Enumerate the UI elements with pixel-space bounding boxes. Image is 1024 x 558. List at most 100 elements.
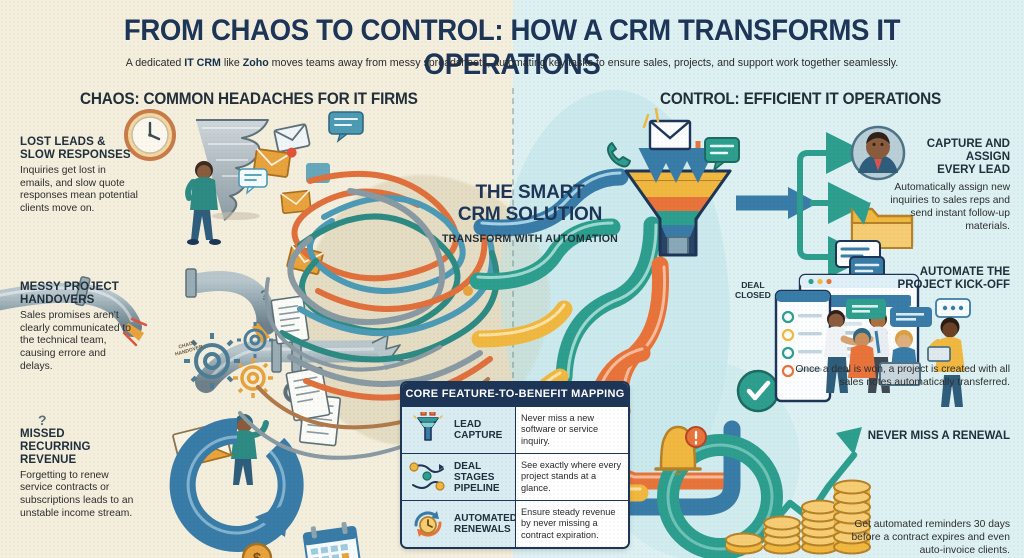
- phone-icon: [607, 142, 631, 168]
- deal-closed-line1: DEAL: [741, 280, 765, 290]
- control-item-title: AUTOMATE THE PROJECT KICK-OFF: [870, 266, 1010, 292]
- subtitle-text-1: A dedicated: [125, 57, 185, 69]
- chaos-item-title-line2: SLOW RESPONSES: [20, 148, 131, 161]
- table-row: LEAD CAPTURE Never miss a new software o…: [402, 406, 628, 453]
- feature-label: DEAL STAGES PIPELINE: [454, 454, 516, 500]
- control-item-title: NEVER MISS A RENEWAL: [826, 430, 1010, 443]
- table-row: AUTOMATED RENEWALS Ensure steady revenue…: [402, 500, 628, 547]
- gear-icon: [233, 358, 273, 398]
- hero-tagline: TRANSFORM WITH AUTOMATION: [441, 232, 619, 245]
- chaos-item-title: MISSED RECURRING REVENUE: [20, 428, 138, 467]
- control-item-title-line2: EVERY LEAD: [937, 164, 1010, 177]
- bell-icon: [654, 425, 707, 475]
- confused-person-icon: [217, 414, 269, 485]
- envelope-icon: [280, 189, 312, 215]
- control-item-body: Automatically assign new inquiries to sa…: [890, 181, 1010, 232]
- envelope-icon: [648, 119, 692, 151]
- feature-benefit-table: CORE FEATURE-TO-BENEFIT MAPPING LEAD CAP…: [400, 381, 630, 549]
- chaos-item-messy-handovers: MESSY PROJECT HANDOVERS Sales promises a…: [20, 281, 138, 374]
- chat-bubble-icon: [835, 240, 885, 280]
- control-item-project-kickoff: AUTOMATE THE PROJECT KICK-OFF Once a dea…: [795, 266, 1010, 390]
- control-item-title-line1: NEVER MISS A RENEWAL: [867, 430, 1010, 442]
- page-title: FROM CHAOS TO CONTROL: HOW A CRM TRANSFO…: [123, 14, 901, 81]
- control-item-title: CAPTURE AND ASSIGN EVERY LEAD: [886, 138, 1010, 178]
- gear-icon: [184, 333, 240, 389]
- funnel-magnet-icon: [402, 407, 454, 453]
- chaos-item-title-line1: MESSY PROJECT: [20, 281, 119, 293]
- deal-closed-label: DEAL CLOSED: [735, 280, 771, 301]
- hero-line-1: THE SMART: [475, 182, 585, 203]
- coin-icon: $: [241, 542, 273, 558]
- pipeline-stages-icon: [402, 454, 454, 500]
- table-row: DEAL STAGES PIPELINE See exactly where e…: [402, 453, 628, 500]
- feature-label-line2: PIPELINE: [454, 482, 500, 494]
- cable-connector-icon: [463, 286, 473, 296]
- chaos-item-title-line2: REVENUE: [20, 453, 77, 466]
- feature-label: AUTOMATED RENEWALS: [454, 501, 517, 547]
- chaos-item-title-line1: MISSED RECURRING: [20, 428, 91, 453]
- broken-pipe-icon: [0, 276, 148, 347]
- chaos-item-title-line2: HANDOVERS: [20, 293, 95, 306]
- calendar-icon: [302, 522, 362, 558]
- chaos-item-body: Sales promises aren't clearly communicat…: [20, 309, 132, 372]
- subtitle-text-2: like: [220, 57, 243, 69]
- renewal-cycle-icon: [657, 434, 783, 558]
- feature-label-line2: RENEWALS: [454, 524, 511, 535]
- recurring-clock-icon: [402, 501, 454, 547]
- control-item-capture-lead: CAPTURE AND ASSIGN EVERY LEAD Automatica…: [886, 138, 1010, 234]
- feature-label: LEAD CAPTURE: [454, 407, 516, 453]
- chaos-item-missed-revenue: MISSED RECURRING REVENUE Forgetting to r…: [20, 428, 138, 521]
- svg-text:$: $: [253, 550, 262, 558]
- control-item-body: Get automated reminders 30 days before a…: [851, 519, 1010, 557]
- chaos-item-lost-leads: LOST LEADS & SLOW RESPONSES Inquiries ge…: [20, 136, 138, 216]
- worried-person-icon: [185, 161, 221, 245]
- control-item-title-line2: PROJECT KICK-OFF: [897, 279, 1010, 292]
- control-item-never-miss-renewal: NEVER MISS A RENEWAL Get automated remin…: [826, 430, 1010, 558]
- funnel-icon: [624, 141, 732, 257]
- chat-bubble-icon: [704, 137, 740, 173]
- feature-benefit-table-header: CORE FEATURE-TO-BENEFIT MAPPING: [402, 383, 628, 406]
- deal-closed-check-icon: [736, 369, 780, 413]
- benefit-text: Never miss a new software or service inq…: [516, 407, 628, 453]
- benefit-text: Ensure steady revenue by never missing a…: [516, 501, 628, 547]
- chat-bubble-icon: [238, 168, 268, 195]
- curved-arrow-icon: [845, 191, 871, 225]
- deal-closed-line2: CLOSED: [735, 289, 771, 300]
- chaos-item-title-line1: LOST LEADS &: [20, 136, 106, 148]
- tangled-cables-icon: [238, 170, 500, 460]
- chaos-item-title: MESSY PROJECT HANDOVERS: [20, 281, 138, 307]
- subtitle-bold-zoho: Zoho: [242, 57, 269, 69]
- hero-callout: THE SMART CRM SOLUTION TRANSFORM WITH AU…: [420, 182, 640, 245]
- chat-bubble-icon: [328, 111, 364, 143]
- avatar: [850, 125, 906, 181]
- recurring-arrow-icon: [169, 417, 304, 552]
- chat-bubble-icon: [846, 298, 971, 327]
- feature-label-line1: AUTOMATED: [454, 513, 517, 524]
- gear-icon: [237, 322, 273, 358]
- chaos-illustration: ? ? ?: [0, 109, 500, 558]
- chaos-item-title: LOST LEADS & SLOW RESPONSES: [20, 136, 138, 162]
- feature-label-line1: LEAD: [454, 419, 482, 430]
- chaos-item-body: Forgetting to renew service contracts or…: [20, 469, 134, 519]
- subtitle-text-3: moves teams away from messy spreadsheets…: [268, 57, 899, 69]
- branch-arrows: [797, 132, 870, 278]
- sparkle-icon: [642, 107, 660, 129]
- page-subtitle: A dedicated IT CRM like Zoho moves teams…: [26, 57, 999, 70]
- control-section-heading: CONTROL: EFFICIENT IT OPERATIONS: [660, 90, 942, 108]
- clock-icon: [124, 109, 176, 161]
- feature-label-line2: CAPTURE: [454, 430, 503, 441]
- subtitle-bold-itcrm: IT CRM: [184, 57, 221, 69]
- chaos-section-heading: CHAOS: COMMON HEADACHES FOR IT FIRMS: [80, 90, 418, 108]
- control-item-title-line1: AUTOMATE THE: [919, 266, 1010, 278]
- feature-label-line1: DEAL STAGES: [454, 460, 495, 483]
- team-meeting-icon: [846, 298, 971, 407]
- hero-line-2: CRM SOLUTION: [457, 204, 603, 226]
- broken-pipe-icon: [185, 268, 277, 343]
- control-item-title-line1: CAPTURE AND ASSIGN: [926, 138, 1010, 164]
- project-dashboard-icon: [774, 289, 832, 403]
- control-item-body: Once a deal is won, a project is created…: [795, 364, 1010, 389]
- benefit-text: See exactly where every project stands a…: [516, 454, 628, 500]
- chaos-item-body: Inquiries get lost in emails, and slow q…: [20, 164, 138, 215]
- coin-stack-icon: [725, 479, 871, 555]
